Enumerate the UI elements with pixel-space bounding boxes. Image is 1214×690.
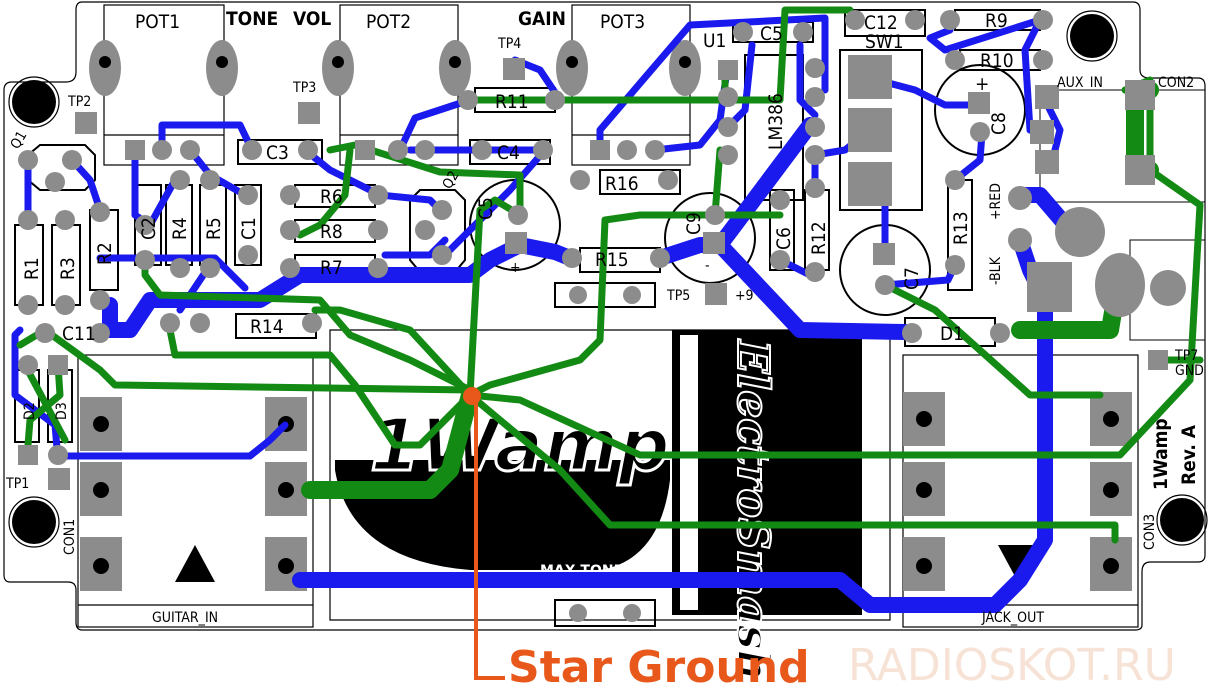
label-r2: R2: [94, 242, 116, 265]
label-c9: C9: [683, 212, 705, 235]
label-c8: C8: [988, 112, 1010, 135]
label-tp3: TP3: [292, 80, 316, 96]
label-c5-plus: +: [510, 260, 521, 276]
label-gnd: GND: [1175, 363, 1204, 379]
label-guitar-in: GUITAR_IN: [152, 610, 218, 626]
label-blk: -BLK: [988, 256, 1004, 285]
label-r11: R11: [495, 91, 529, 113]
label-r14: R14: [250, 316, 284, 338]
label-c11: C11: [62, 323, 96, 345]
label-c2: C2: [138, 217, 160, 240]
label-tp1: TP1: [5, 476, 29, 492]
label-vol: VOL: [293, 8, 331, 30]
label-title: 1Wamp: [1150, 418, 1172, 490]
watermark: RADIOSKOT.RU: [848, 640, 1176, 690]
label-c3: C3: [266, 142, 289, 164]
label-con1: CON1: [62, 519, 78, 555]
star-ground-annotation: Star Ground: [463, 387, 810, 690]
component-pads: [18, 10, 1186, 622]
label-con2: CON2: [1158, 75, 1194, 91]
label-q1: Q1: [8, 128, 31, 152]
label-r15: R15: [595, 249, 629, 271]
label-tp7: TP7: [1174, 348, 1198, 364]
label-r8: R8: [320, 221, 343, 243]
star-ground-point: [463, 387, 481, 405]
label-tp5: TP5: [666, 288, 690, 304]
label-aux-in: AUX_IN: [1057, 75, 1103, 91]
mounting-holes: [8, 10, 1208, 548]
logo-brand: ElectroSmash: [727, 338, 778, 682]
label-q2: Q2: [440, 168, 463, 192]
label-pot1: POT1: [135, 11, 180, 33]
jack-footprints: [77, 354, 1139, 628]
label-u1: U1: [703, 30, 726, 52]
label-c4: C4: [497, 142, 520, 164]
logo-area: 1Wamp ElectroSmash MAX TONE: [329, 329, 891, 683]
label-con3: CON3: [1142, 514, 1158, 550]
label-red: +RED: [988, 183, 1004, 220]
label-gain: GAIN: [518, 8, 566, 30]
label-r12: R12: [808, 221, 830, 255]
label-sw1: SW1: [865, 31, 904, 53]
label-r1: R1: [21, 257, 43, 280]
label-lm386: LM386: [765, 93, 787, 150]
label-tone: TONE: [226, 8, 278, 30]
label-r16: R16: [605, 173, 639, 195]
label-r9: R9: [985, 10, 1008, 32]
label-r3: R3: [57, 257, 79, 280]
label-r7: R7: [320, 257, 343, 279]
pot-footprints: [89, 4, 701, 166]
label-revision: Rev. A: [1178, 424, 1200, 485]
label-d2: D2: [22, 402, 38, 420]
star-ground-label: Star Ground: [508, 642, 810, 690]
label-c1: C1: [238, 217, 260, 240]
label-r4: R4: [169, 217, 191, 240]
label-tp4: TP4: [497, 36, 521, 52]
label-tp2: TP2: [67, 94, 91, 110]
silkscreen-labels: POT1 TONE VOL POT2 GAIN POT3 TP1 TP2 TP3…: [5, 8, 1204, 626]
label-c8-plus: +: [975, 73, 989, 95]
label-c12: C12: [864, 12, 898, 34]
label-pot2: POT2: [366, 11, 411, 33]
label-c7: C7: [901, 267, 923, 290]
label-r5: R5: [203, 217, 225, 240]
label-jack-out: JACK_OUT: [981, 610, 1044, 626]
label-c9-minus: -: [705, 258, 710, 274]
label-r13: R13: [950, 211, 972, 245]
label-d1: D1: [940, 323, 964, 345]
label-c5: C5: [475, 197, 497, 220]
label-c6: C6: [773, 227, 795, 250]
label-r6: R6: [320, 186, 343, 208]
label-c5-top: C5: [760, 23, 783, 45]
label-d3: D3: [54, 402, 70, 420]
label-r10: R10: [980, 50, 1014, 72]
label-plus9: +9: [735, 288, 754, 304]
label-pot3: POT3: [600, 11, 645, 33]
